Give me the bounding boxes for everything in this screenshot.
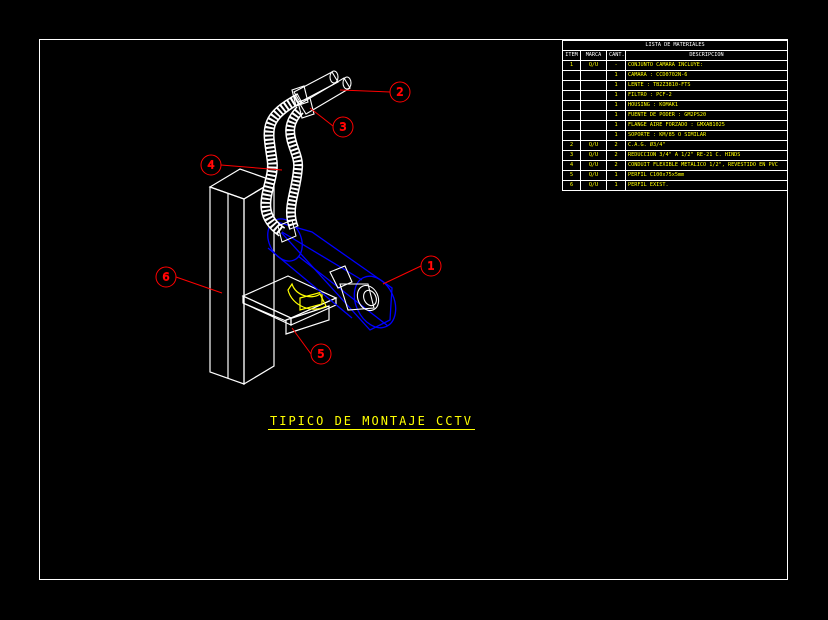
balloon-4: 4 — [200, 154, 222, 176]
balloon-2: 2 — [389, 81, 411, 103]
balloon-1-label: 1 — [428, 260, 435, 273]
balloon-3: 3 — [332, 116, 354, 138]
flexible-conduit — [260, 93, 304, 243]
drawing-title: TIPICO DE MONTAJE CCTV — [268, 414, 475, 430]
drawing-frame — [39, 39, 788, 580]
balloon-3-label: 3 — [340, 121, 347, 134]
balloon-6-label: 6 — [163, 271, 170, 284]
camera-lens — [329, 265, 380, 312]
balloon-4-label: 4 — [208, 159, 215, 172]
balloons: 1 2 3 4 5 6 — [155, 81, 442, 365]
balloon-5: 5 — [310, 343, 332, 365]
balloon-2-label: 2 — [397, 86, 404, 99]
row-descripcion: PERFIL EXIST. — [625, 180, 788, 191]
leader-lines — [175, 89, 422, 355]
balloon-6: 6 — [155, 266, 177, 288]
camera-bracket — [287, 282, 327, 311]
materials-table: LISTA DE MATERIALES ITEM MARCA CANT. DES… — [562, 40, 788, 191]
channel-profile — [241, 275, 338, 335]
rigid-conduits — [291, 70, 352, 119]
balloon-1: 1 — [420, 255, 442, 277]
balloon-5-label: 5 — [318, 348, 325, 361]
camera-housing — [267, 218, 397, 331]
